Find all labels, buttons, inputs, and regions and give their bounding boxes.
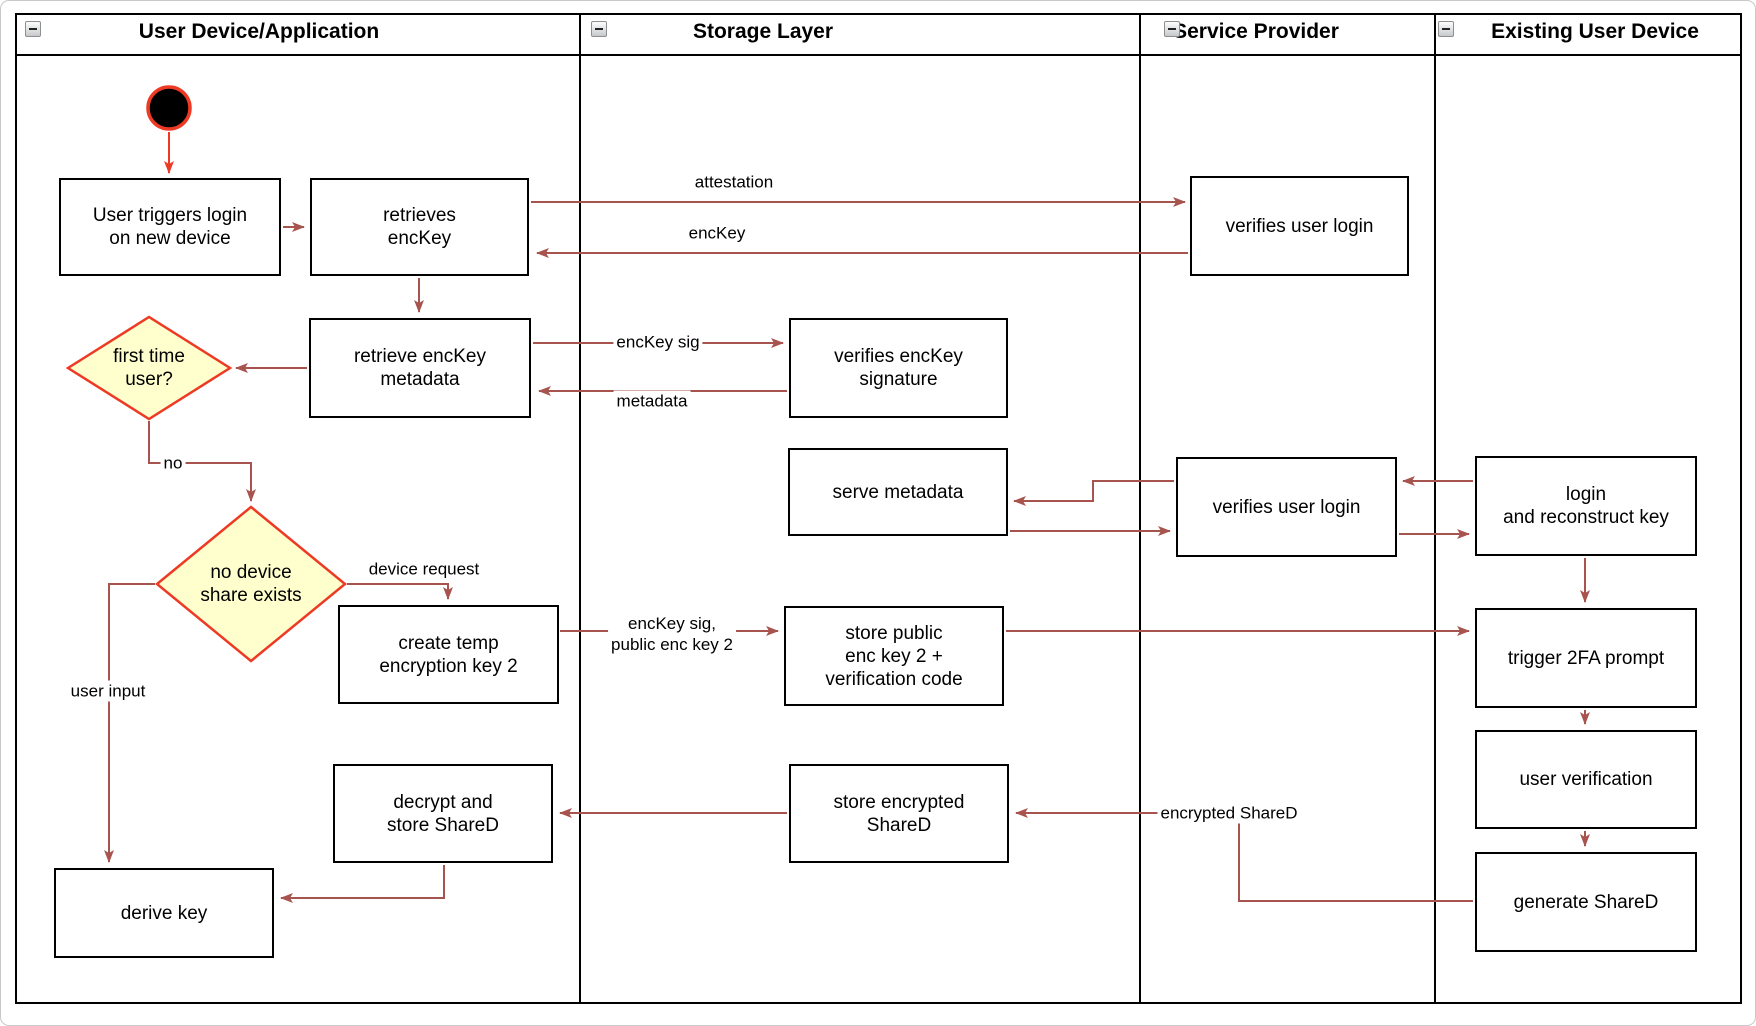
label-encrypted-shared: encrypted ShareD xyxy=(1157,802,1301,824)
lane-divider xyxy=(579,13,581,1004)
edge-user-input xyxy=(104,583,155,863)
generate-shared-box[interactable]: generate ShareD xyxy=(1475,852,1697,952)
lane-title-lane-existing-user-device: Existing User Device xyxy=(1491,20,1699,43)
store-public-key-box[interactable]: store public enc key 2 + verification co… xyxy=(784,606,1004,706)
verifies-signature-box[interactable]: verifies encKey signature xyxy=(789,318,1008,418)
first-time-user-diamond-label: first time user? xyxy=(113,346,185,390)
collapse-minus-icon[interactable] xyxy=(25,21,41,37)
label-device-request: device request xyxy=(368,559,480,579)
diagram-outer-border-top xyxy=(15,13,1742,15)
collapse-minus-icon[interactable] xyxy=(591,21,607,37)
initial-node[interactable] xyxy=(146,85,192,131)
label-enckey-sig-2: encKey sig, public enc key 2 xyxy=(608,613,736,655)
collapse-minus-icon[interactable] xyxy=(1164,21,1180,37)
edge-device-request xyxy=(347,583,453,600)
edge-no-branch xyxy=(148,421,256,502)
minus-glyph xyxy=(1442,28,1450,30)
decrypt-store-shared-box[interactable]: decrypt and store ShareD xyxy=(333,764,553,863)
store-encrypted-shared-box[interactable]: store encrypted ShareD xyxy=(789,764,1009,863)
verifies-user-login-mid-box[interactable]: verifies user login xyxy=(1176,457,1397,557)
first-time-user-diamond[interactable] xyxy=(65,315,233,421)
diagram-outer-border-bottom xyxy=(15,1002,1742,1004)
label-no: no xyxy=(160,452,186,474)
label-attestation: attestation xyxy=(694,172,774,192)
minus-glyph xyxy=(595,28,603,30)
lane-divider xyxy=(1434,13,1436,1004)
user-triggers-login-box[interactable]: User triggers login on new device xyxy=(59,178,281,276)
lane-divider xyxy=(1139,13,1141,1004)
lane-title-lane-user-device-application: User Device/Application xyxy=(138,20,380,43)
collapse-minus-icon[interactable] xyxy=(1438,21,1454,37)
lane-header-divider xyxy=(15,54,1742,56)
no-device-share-diamond-label: no device share exists xyxy=(200,562,302,606)
derive-key-box[interactable]: derive key xyxy=(54,868,274,958)
label-enckey-sig: encKey sig xyxy=(613,331,703,353)
diagram-outer-border-right xyxy=(1740,13,1742,1004)
no-device-share-diamond[interactable] xyxy=(155,505,347,663)
user-verification-box[interactable]: user verification xyxy=(1475,730,1697,829)
serve-metadata-box[interactable]: serve metadata xyxy=(788,448,1008,536)
label-user-input: user input xyxy=(67,680,149,702)
label-enckey: encKey xyxy=(688,223,746,243)
diagram-outer-border-left xyxy=(15,13,17,1004)
label-metadata: metadata xyxy=(613,390,691,412)
verifies-user-login-top-box[interactable]: verifies user login xyxy=(1190,176,1409,276)
edge-verifies-to-serve-metadata xyxy=(1013,480,1174,506)
login-reconstruct-key-box[interactable]: login and reconstruct key xyxy=(1475,456,1697,556)
create-temp-key-box[interactable]: create temp encryption key 2 xyxy=(338,605,559,704)
minus-glyph xyxy=(29,28,37,30)
lane-title-lane-service-provider: Service Provider xyxy=(1173,20,1339,43)
lane-title-lane-storage-layer: Storage Layer xyxy=(692,20,834,43)
edge-encrypted-shared xyxy=(1015,808,1473,902)
retrieve-metadata-box[interactable]: retrieve encKey metadata xyxy=(309,318,531,418)
trigger-2fa-prompt-box[interactable]: trigger 2FA prompt xyxy=(1475,608,1697,708)
retrieves-enckey-box[interactable]: retrieves encKey xyxy=(310,178,529,276)
edge-decrypt-to-derive xyxy=(280,865,445,903)
minus-glyph xyxy=(1168,28,1176,30)
